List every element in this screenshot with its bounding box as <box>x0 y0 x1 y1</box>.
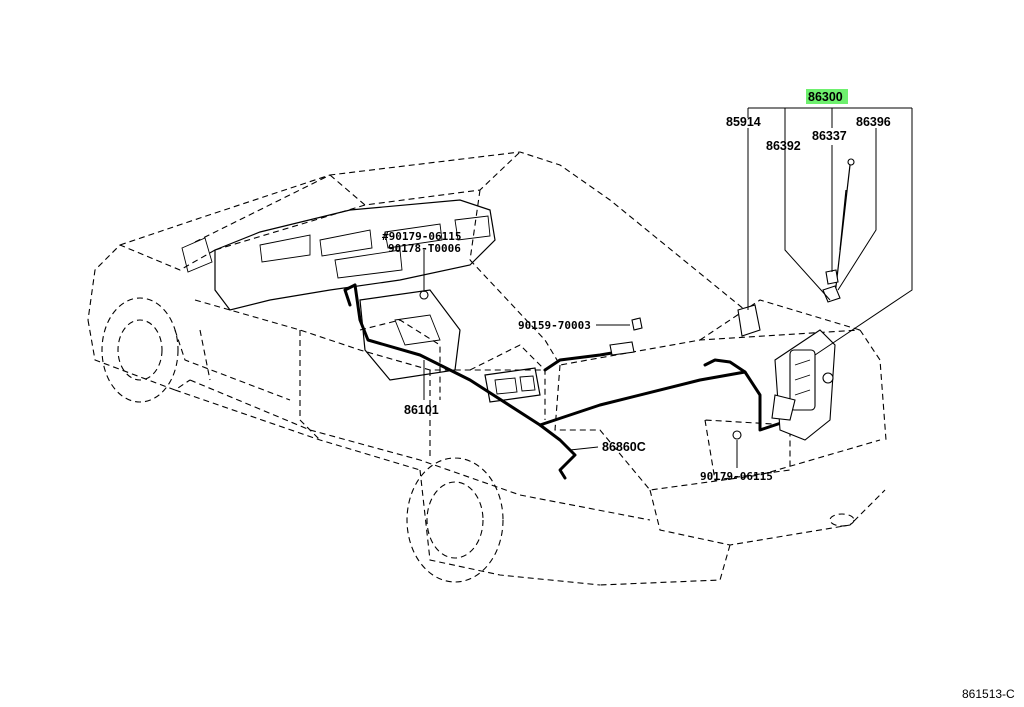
label-86396[interactable]: 86396 <box>856 115 891 129</box>
label-90178-T0006[interactable]: 90178-T0006 <box>388 242 461 255</box>
callouts: 86300 85914 86392 86337 86396 #90179-061… <box>382 89 891 483</box>
label-90179-06115-front[interactable]: #90179-06115 <box>382 230 461 243</box>
label-90159-70003[interactable]: 90159-70003 <box>518 319 591 332</box>
label-86300[interactable]: 86300 <box>808 90 843 104</box>
label-90179-06115-rear[interactable]: 90179-06115 <box>700 470 773 483</box>
leader-lines <box>423 107 913 468</box>
dashboard <box>181 199 541 403</box>
wire-harness <box>343 283 792 480</box>
label-86337[interactable]: 86337 <box>812 129 847 143</box>
diagram-code: 861513-C <box>962 687 1015 701</box>
label-86392[interactable]: 86392 <box>766 139 801 153</box>
antenna-assembly <box>419 158 855 441</box>
label-86101[interactable]: 86101 <box>404 403 439 417</box>
label-85914[interactable]: 85914 <box>726 115 761 129</box>
highlight-86300 <box>806 89 848 104</box>
label-86860C[interactable]: 86860C <box>602 440 646 454</box>
car-body-outline <box>87 151 887 586</box>
